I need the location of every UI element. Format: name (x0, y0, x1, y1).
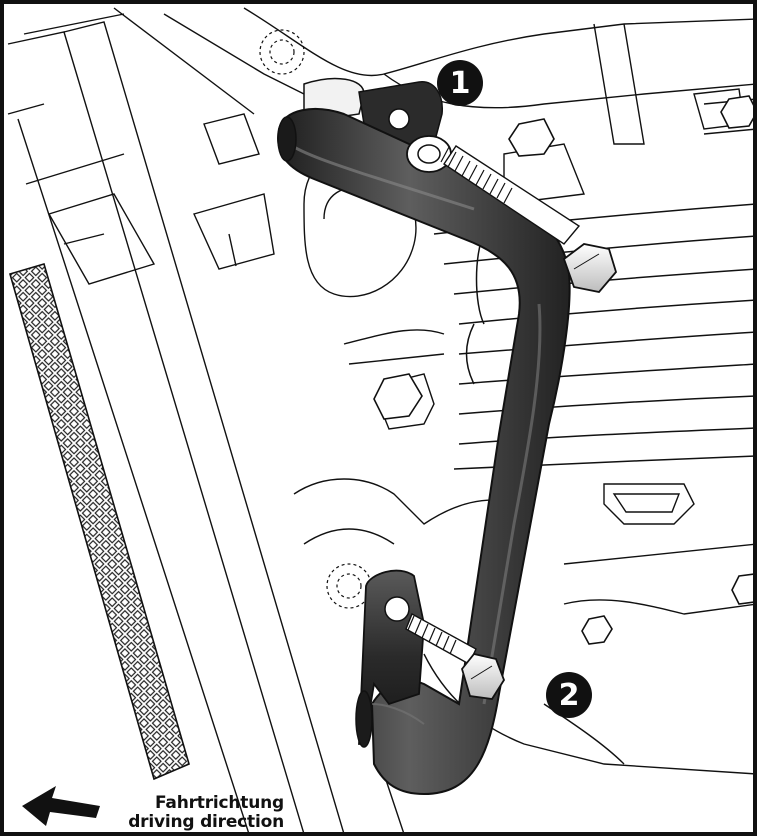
lower-mount-bracket (355, 569, 425, 748)
driving-direction-label: Fahrtrichtung driving direction (104, 794, 284, 832)
callout-1: 1 (437, 60, 483, 106)
radiator-mesh (9, 263, 190, 781)
engine-outline (113, 7, 753, 832)
engine-line-drawing (7, 7, 753, 832)
label-german: Fahrtrichtung (155, 793, 284, 813)
engine-nuts (373, 95, 753, 645)
callout-2: 2 (546, 672, 592, 718)
label-english: driving direction (128, 812, 284, 832)
upper-bolt (406, 135, 618, 293)
arrow-left-icon (22, 786, 100, 826)
lower-bolt (405, 613, 506, 700)
radiator-panel (7, 13, 345, 832)
